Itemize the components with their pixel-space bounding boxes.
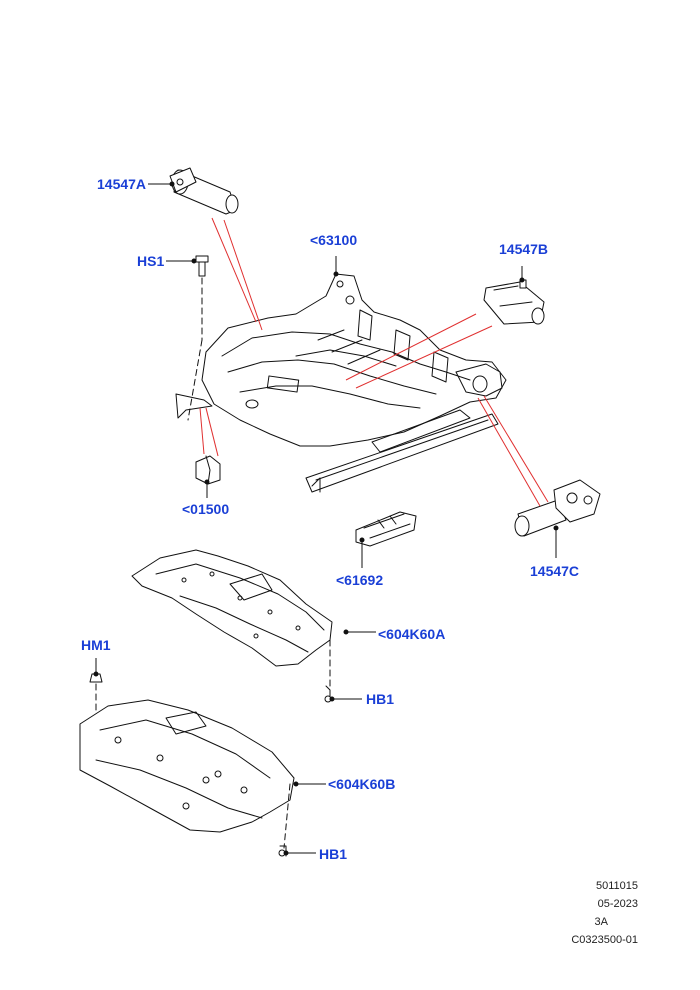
callout-HM1[interactable]: HM1: [81, 637, 111, 653]
callout-14547B[interactable]: 14547B: [499, 241, 549, 257]
callout-HB1-lower[interactable]: HB1: [319, 846, 348, 862]
leader-lines: [93, 181, 559, 856]
callout-61692[interactable]: <61692: [336, 572, 384, 588]
footer-date: 05-2023: [597, 898, 638, 910]
callout-604K60A[interactable]: <604K60A: [378, 626, 446, 642]
tray-604K60A: [131, 549, 333, 691]
motor-14547B: [483, 279, 545, 325]
footer-revision: 3A: [594, 916, 608, 928]
callout-14547C[interactable]: 14547C: [530, 563, 580, 579]
callout-HB1-upper[interactable]: HB1: [366, 691, 395, 707]
motor-14547A: [169, 167, 239, 215]
seat-slide-rails: [175, 393, 499, 493]
callout-63100[interactable]: <63100: [310, 232, 358, 248]
motor-14547C: [514, 479, 601, 537]
callout-604K60B[interactable]: <604K60B: [328, 776, 396, 792]
clip-01500: [195, 455, 221, 485]
bracket-61692: [355, 511, 417, 547]
footer-illustration-code: C0323500-01: [571, 934, 638, 946]
seat-frame-63100: [201, 273, 507, 447]
alignment-lines: [199, 217, 549, 507]
bolt-HS1: [187, 255, 209, 421]
footer-reference-number: 5011015: [595, 880, 638, 892]
tray-604K60B: [79, 699, 295, 849]
callout-14547A[interactable]: 14547A: [97, 176, 147, 192]
callout-HS1[interactable]: HS1: [137, 253, 165, 269]
callout-01500[interactable]: <01500: [182, 501, 230, 517]
